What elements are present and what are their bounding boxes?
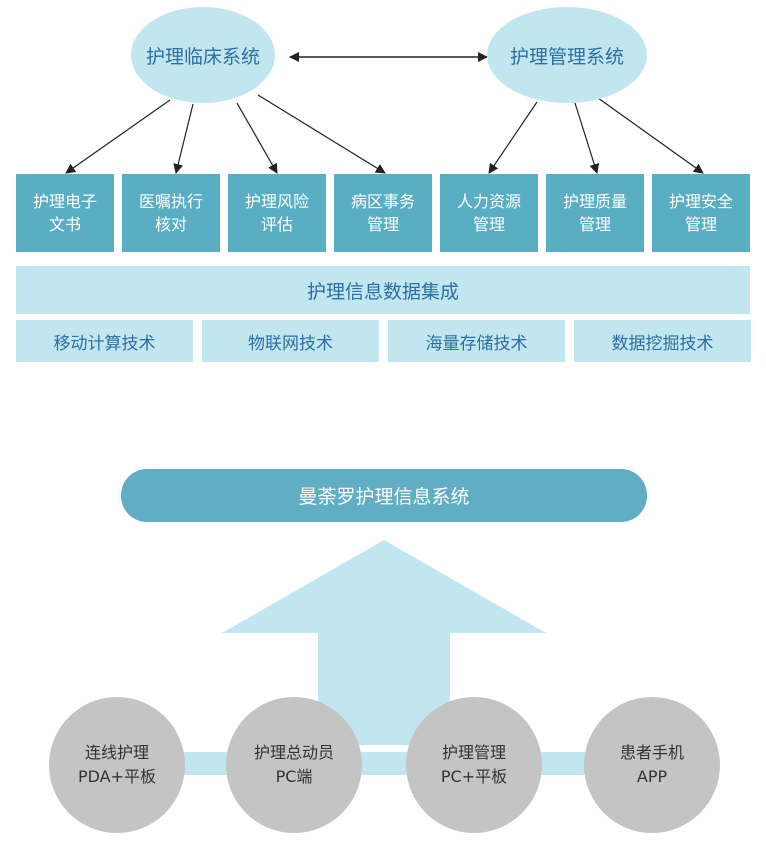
module-box: 护理质量 管理	[546, 174, 644, 252]
big-up-arrow	[222, 540, 546, 745]
module-box: 护理风险 评估	[228, 174, 326, 252]
technology-box: 物联网技术	[202, 320, 379, 362]
arrow-management-to-module-5	[488, 101, 538, 174]
client-label-line2: PDA+平板	[77, 767, 157, 786]
client-label-line1: 护理总动员	[253, 743, 334, 762]
arrow-clinical-to-module-3	[236, 102, 278, 174]
integration-band: 护理信息数据集成	[16, 266, 750, 314]
technology-label: 移动计算技术	[53, 333, 156, 354]
arrow-clinical-to-module-1	[65, 99, 171, 174]
management-system-label: 护理管理系统	[509, 45, 624, 68]
client-label-line1: 护理管理	[441, 743, 506, 762]
module-label-line2: 管理	[366, 215, 399, 234]
arrow-management-to-module-6	[574, 102, 600, 174]
client-label-line1: 连线护理	[84, 743, 149, 762]
client-circle: 护理总动员 PC端	[226, 697, 362, 833]
module-label-line1: 医嘱执行	[138, 192, 203, 211]
client-label-line2: PC+平板	[440, 767, 508, 786]
client-circle: 护理管理 PC+平板	[406, 697, 542, 833]
client-circle: 连线护理 PDA+平板	[49, 697, 185, 833]
technology-label: 数据挖掘技术	[611, 333, 714, 354]
module-label-line2: 管理	[472, 215, 505, 234]
technology-box: 数据挖掘技术	[574, 320, 751, 362]
clinical-system-label: 护理临床系统	[145, 45, 260, 68]
module-label-line1: 护理安全	[668, 192, 733, 211]
technology-box: 海量存储技术	[388, 320, 565, 362]
clinical-system-ellipse: 护理临床系统	[131, 7, 275, 103]
arrow-management-to-module-7	[597, 97, 704, 174]
technology-label: 海量存储技术	[425, 333, 528, 354]
client-label-line1: 患者手机	[619, 743, 684, 762]
module-box: 医嘱执行 核对	[122, 174, 220, 252]
arrow-clinical-to-module-2	[173, 103, 194, 174]
technology-box: 移动计算技术	[16, 320, 193, 362]
module-box: 人力资源 管理	[440, 174, 538, 252]
module-label-line2: 核对	[154, 215, 187, 234]
module-label-line1: 病区事务	[350, 192, 415, 211]
arrow-clinical-to-module-4	[257, 94, 386, 174]
module-label-line1: 人力资源	[456, 192, 521, 211]
management-system-ellipse: 护理管理系统	[487, 7, 647, 103]
module-box: 护理安全 管理	[652, 174, 750, 252]
module-label-line2: 评估	[260, 215, 293, 234]
module-label-line1: 护理质量	[562, 192, 627, 211]
client-label-line2: APP	[636, 767, 668, 786]
technology-label: 物联网技术	[248, 333, 333, 354]
client-label-line2: PC端	[275, 767, 313, 786]
integration-label: 护理信息数据集成	[306, 280, 459, 303]
module-box: 病区事务 管理	[334, 174, 432, 252]
module-label-line1: 护理风险	[244, 192, 309, 211]
module-label-line2: 文书	[48, 215, 81, 234]
system-banner: 曼荼罗护理信息系统	[121, 469, 647, 522]
module-label-line1: 护理电子	[32, 192, 97, 211]
client-circle: 患者手机 APP	[584, 697, 720, 833]
system-banner-label: 曼荼罗护理信息系统	[298, 486, 470, 508]
module-label-line2: 管理	[578, 215, 611, 234]
module-label-line2: 管理	[684, 215, 717, 234]
module-box: 护理电子 文书	[16, 174, 114, 252]
